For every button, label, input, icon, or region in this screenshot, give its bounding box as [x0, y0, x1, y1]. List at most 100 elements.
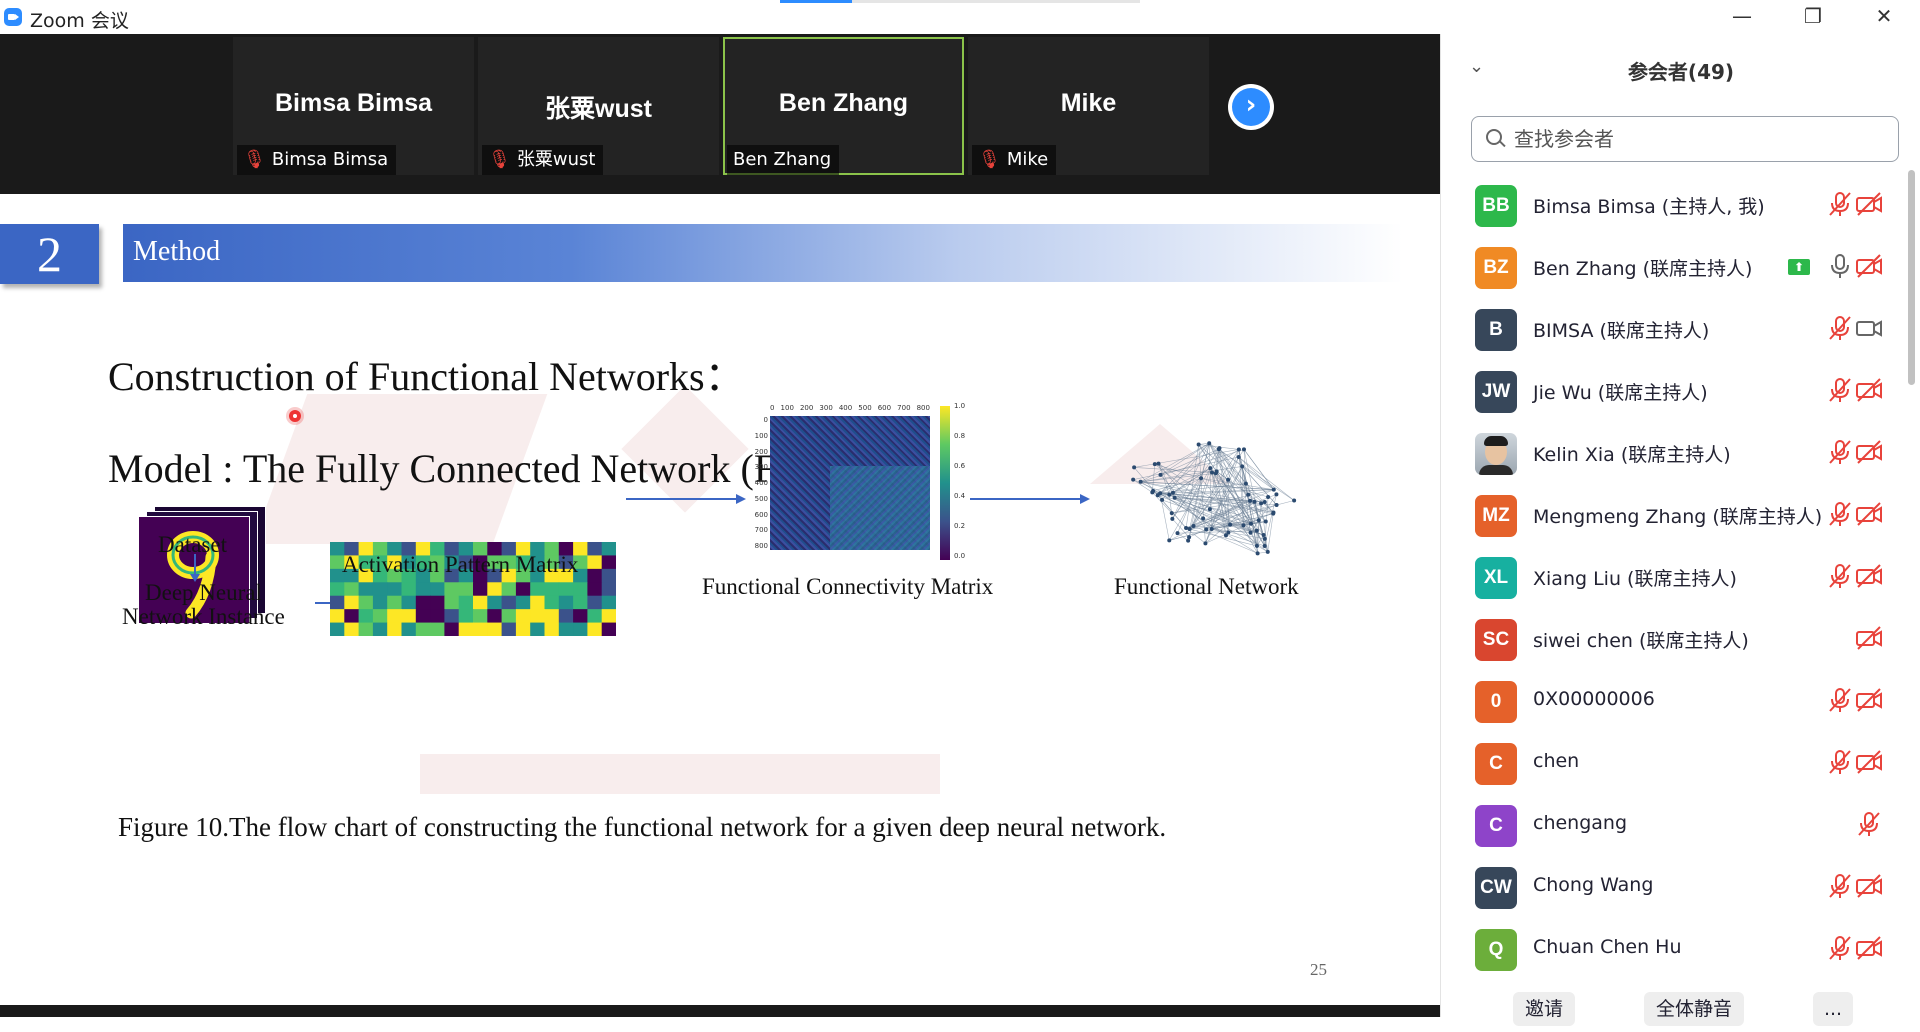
participant-label: 张粟wust [517, 145, 596, 175]
mic-muted-icon[interactable] [1826, 500, 1854, 528]
mic-muted-icon[interactable] [1826, 872, 1854, 900]
restore-button[interactable]: ❐ [1783, 0, 1843, 34]
participant-name: Ben Zhang (联席主持人) [1533, 254, 1752, 281]
mic-muted-icon[interactable] [1826, 314, 1854, 342]
avatar: MZ [1475, 495, 1517, 537]
mic-muted-icon[interactable] [1826, 934, 1854, 962]
colorbar-tick: 0.8 [954, 432, 965, 440]
participant-name: Kelin Xia (联席主持人) [1533, 440, 1731, 467]
minimize-button[interactable]: — [1712, 0, 1772, 34]
matrix-x-tick: 600 [878, 404, 891, 412]
avatar: Q [1475, 929, 1517, 971]
video-tile[interactable]: Mike 🎙 Mike [968, 37, 1209, 175]
mic-icon[interactable] [1826, 252, 1854, 280]
chevron-right-icon: › [1228, 90, 1274, 120]
mic-muted-icon[interactable] [1855, 810, 1883, 838]
participant-row[interactable]: Kelin Xia (联席主持人) [1441, 422, 1906, 484]
matrix-x-tick: 400 [839, 404, 852, 412]
participant-search-input[interactable] [1512, 117, 1886, 161]
participant-name-tag: 🎙 Mike [972, 145, 1056, 175]
video-off-icon[interactable] [1855, 624, 1883, 652]
matrix-y-tick: 300 [750, 463, 768, 471]
section-title: Method [133, 236, 220, 268]
page-number: 25 [1310, 960, 1327, 980]
video-strip: Bimsa Bimsa 🎙 Bimsa Bimsa 张粟wust 🎙 张粟wus… [0, 34, 1440, 194]
video-off-icon[interactable] [1855, 748, 1883, 776]
mic-muted-icon[interactable] [1826, 562, 1854, 590]
video-off-icon[interactable] [1855, 500, 1883, 528]
participant-row[interactable]: MZ Mengmeng Zhang (联席主持人) [1441, 484, 1906, 546]
participant-name: Xiang Liu (联席主持人) [1533, 564, 1737, 591]
matrix-y-tick: 600 [750, 511, 768, 519]
screen-share-icon: ⬆ [1788, 259, 1810, 275]
video-off-icon[interactable] [1855, 872, 1883, 900]
title-bar: Zoom 会议 — ❐ ✕ [0, 0, 1920, 34]
matrix-y-tick: 100 [750, 432, 768, 440]
avatar: B [1475, 309, 1517, 351]
avatar: 0 [1475, 681, 1517, 723]
participant-row[interactable]: BZ Ben Zhang (联席主持人) ⬆ [1441, 236, 1906, 298]
dnn-label-line1: Deep Neural [145, 580, 262, 606]
matrix-x-tick: 0 [770, 404, 774, 412]
mute-all-button[interactable]: 全体静音 [1644, 992, 1744, 1026]
window-title: Zoom 会议 [30, 6, 129, 33]
participant-name: BIMSA (联席主持人) [1533, 316, 1709, 343]
participant-name: Chuan Chen Hu [1533, 936, 1681, 958]
matrix-y-tick: 400 [750, 479, 768, 487]
next-page-button[interactable]: › [1228, 84, 1274, 130]
invite-button[interactable]: 邀请 [1513, 992, 1575, 1026]
video-off-icon[interactable] [1855, 562, 1883, 590]
video-off-icon[interactable] [1855, 934, 1883, 962]
video-off-icon[interactable] [1855, 376, 1883, 404]
video-off-icon[interactable] [1855, 686, 1883, 714]
mic-muted-icon[interactable] [1826, 748, 1854, 776]
close-button[interactable]: ✕ [1854, 0, 1914, 34]
mic-muted-icon[interactable] [1826, 376, 1854, 404]
shared-screen-slide: 2 Method Construction of Functional Netw… [0, 194, 1440, 1005]
participant-row[interactable]: Q Chuan Chen Hu [1441, 918, 1906, 974]
participant-name: Chong Wang [1533, 874, 1653, 896]
video-tile[interactable]: Bimsa Bimsa 🎙 Bimsa Bimsa [233, 37, 474, 175]
arrow-right-icon [970, 492, 1090, 506]
view-indicator [780, 0, 1140, 3]
video-tile-active-speaker[interactable]: Ben Zhang Ben Zhang [723, 37, 964, 175]
mic-muted-icon[interactable] [1826, 686, 1854, 714]
participant-name: chen [1533, 750, 1579, 772]
matrix-y-tick: 700 [750, 526, 768, 534]
mic-muted-icon[interactable] [1826, 438, 1854, 466]
participant-label: Bimsa Bimsa [272, 145, 388, 175]
avatar: C [1475, 743, 1517, 785]
video-off-icon[interactable] [1855, 252, 1883, 280]
participant-row[interactable]: B BIMSA (联席主持人) [1441, 298, 1906, 360]
avatar: BZ [1475, 247, 1517, 289]
avatar: C [1475, 805, 1517, 847]
mic-muted-icon[interactable] [1826, 190, 1854, 218]
background-decoration [420, 754, 940, 794]
participants-action-bar: 邀请 全体静音 ... [1441, 982, 1920, 1032]
video-off-icon[interactable] [1855, 190, 1883, 218]
mic-muted-icon: 🎙 [488, 145, 511, 175]
participant-display-name: Ben Zhang [723, 89, 964, 118]
participant-name: Bimsa Bimsa (主持人, 我) [1533, 192, 1765, 219]
heatmap-body [770, 416, 930, 550]
video-tile[interactable]: 张粟wust 🎙 张粟wust [478, 37, 719, 175]
video-off-icon[interactable] [1855, 438, 1883, 466]
activation-label: Activation Pattern Matrix [342, 552, 578, 578]
matrix-y-tick: 500 [750, 495, 768, 503]
participants-title: 参会者(49) [1441, 56, 1920, 85]
video-icon[interactable] [1855, 314, 1883, 342]
more-options-button[interactable]: ... [1813, 992, 1853, 1026]
participant-search[interactable] [1471, 116, 1899, 162]
participant-list-scrollbar[interactable] [1907, 170, 1916, 980]
functional-network-graph [1100, 422, 1320, 567]
participant-name: Mengmeng Zhang (联席主持人) [1533, 502, 1822, 529]
